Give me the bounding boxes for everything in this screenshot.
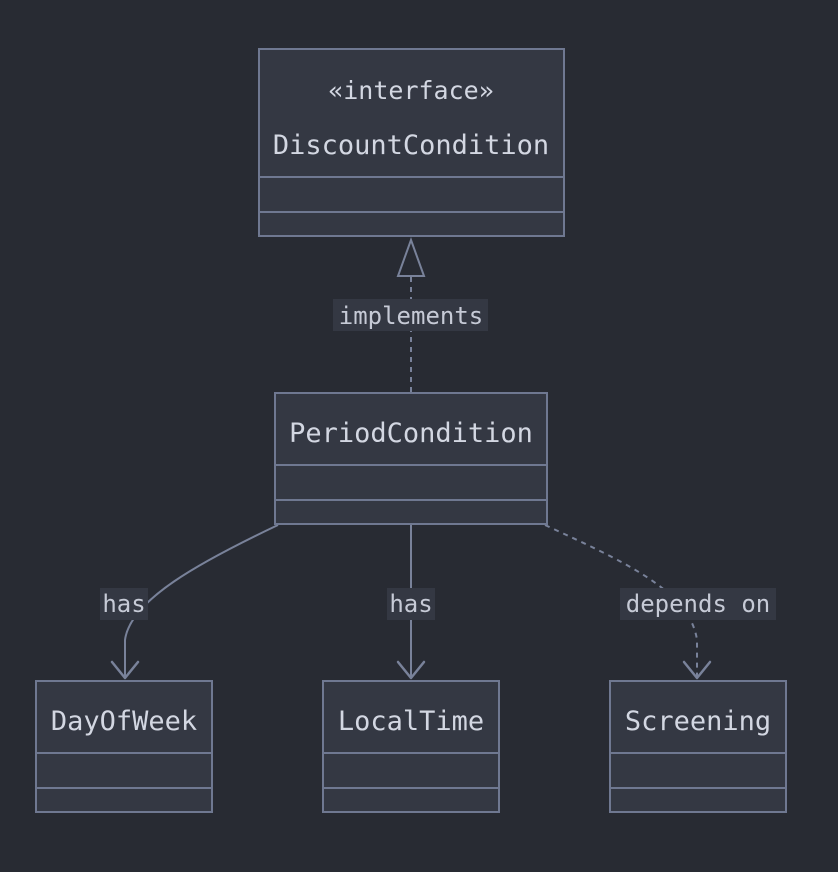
dependency-arrowhead: [682, 660, 712, 680]
class-name: DiscountCondition: [273, 130, 549, 161]
class-screening: Screening: [609, 680, 787, 813]
relation-label: depends on: [626, 590, 771, 618]
label-implements: implements: [333, 299, 488, 331]
class-name: Screening: [625, 706, 771, 737]
class-stereotype: «interface»: [328, 76, 494, 105]
association-arrowhead: [396, 660, 426, 680]
edge-implements: [396, 237, 426, 392]
edge-depends-on-screening: [544, 524, 712, 680]
class-local-time: LocalTime: [322, 680, 500, 813]
class-day-of-week: DayOfWeek: [35, 680, 213, 813]
edge-has-day-of-week: [110, 524, 279, 680]
label-has-local-time: has: [387, 588, 435, 620]
class-name: PeriodCondition: [289, 418, 533, 449]
relation-label: has: [102, 590, 145, 618]
association-arrowhead: [110, 660, 140, 680]
realization-arrowhead: [396, 237, 426, 277]
class-name: DayOfWeek: [51, 706, 197, 737]
class-period-condition: PeriodCondition: [274, 392, 548, 525]
label-has-day-of-week: has: [100, 588, 148, 620]
class-name: LocalTime: [338, 706, 484, 737]
class-discount-condition: «interface» DiscountCondition: [258, 48, 565, 237]
relation-label: has: [389, 590, 432, 618]
relation-label: implements: [339, 302, 484, 330]
label-depends-on: depends on: [620, 588, 776, 620]
